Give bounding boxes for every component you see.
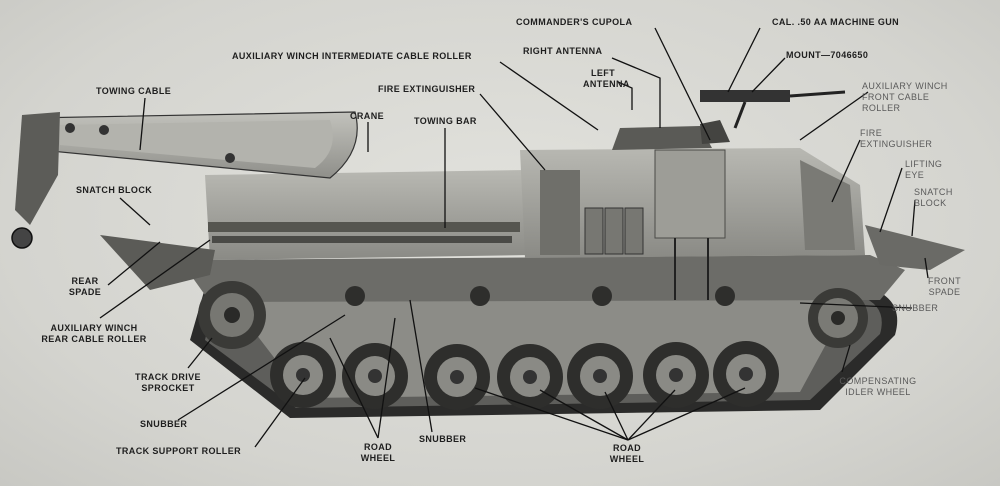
label-lifting-eye: LIFTING EYE <box>905 159 943 180</box>
crane-boom <box>11 111 358 249</box>
label-aux-winch-front-cable-roller: AUXILIARY WINCH FRONT CABLE ROLLER <box>862 81 948 113</box>
label-towing-bar: TOWING BAR <box>414 116 477 126</box>
idler-wheel <box>808 288 868 348</box>
drive-sprocket <box>198 281 266 349</box>
label-snatch-block-left: SNATCH BLOCK <box>76 185 153 195</box>
label-towing-cable: TOWING CABLE <box>96 86 172 96</box>
leader-lines <box>99 27 929 448</box>
label-commanders-cupola: COMMANDER'S CUPOLA <box>516 17 633 27</box>
label-snubber-right: SNUBBER <box>892 303 939 313</box>
label-mount: MOUNT—7046650 <box>786 50 869 60</box>
stowed-cans <box>584 207 644 255</box>
label-crane: CRANE <box>350 111 385 121</box>
label-front-spade: FRONT SPADE <box>928 276 961 297</box>
label-cal50-machine-gun: CAL. .50 AA MACHINE GUN <box>772 17 900 27</box>
label-fire-extinguisher-top: FIRE EXTINGUISHER <box>378 84 476 94</box>
label-fire-extinguisher-right: FIRE EXTINGUISHER <box>860 128 933 149</box>
label-aux-winch-rear-cable-roller: AUXILIARY WINCH REAR CABLE ROLLER <box>41 323 147 344</box>
label-snatch-block-right: SNATCH BLOCK <box>914 187 953 208</box>
road-wheels <box>270 341 779 410</box>
label-compensating-idler-wheel: COMPENSATING IDLER WHEEL <box>839 376 917 397</box>
label-right-antenna: RIGHT ANTENNA <box>523 46 603 56</box>
label-track-drive-sprocket: TRACK DRIVE SPROCKET <box>135 372 201 393</box>
label-road-wheel-right: ROAD WHEEL <box>609 443 645 464</box>
label-left-antenna: LEFT ANTENNA <box>583 68 630 89</box>
label-road-wheel-left: ROAD WHEEL <box>360 442 396 463</box>
label-snubber-left: SNUBBER <box>140 419 188 429</box>
label-aux-winch-intermediate-cable-roller: AUXILIARY WINCH INTERMEDIATE CABLE ROLLE… <box>232 51 472 61</box>
label-track-support-roller: TRACK SUPPORT ROLLER <box>116 446 241 456</box>
machine-gun <box>700 90 846 129</box>
track-support-rollers <box>345 286 735 306</box>
label-rear-spade: REAR SPADE <box>68 276 102 297</box>
label-snubber-middle: SNUBBER <box>419 434 467 444</box>
